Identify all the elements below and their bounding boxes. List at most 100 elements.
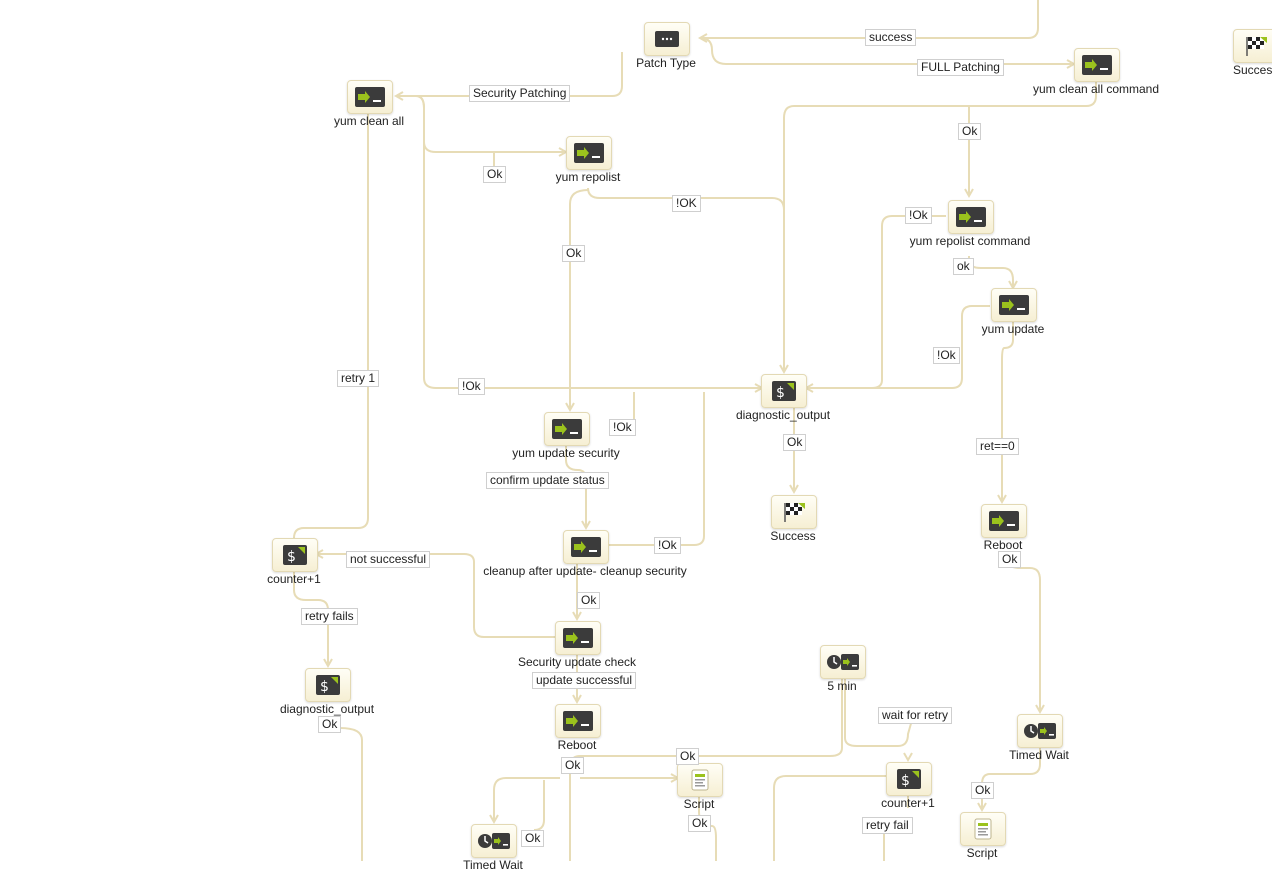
edge-label[interactable]: Ok — [958, 123, 982, 140]
svg-text:$: $ — [320, 679, 329, 695]
edge-label[interactable]: Security Patching — [469, 85, 571, 102]
node-five-min[interactable] — [820, 645, 866, 679]
edge-label[interactable]: !Ok — [458, 378, 485, 395]
connector-wire — [968, 256, 1014, 288]
edge-label[interactable]: Ok — [971, 782, 995, 799]
connector-wire — [773, 775, 886, 861]
edge-label[interactable]: Ok — [483, 166, 507, 183]
edge-label[interactable]: retry fail — [862, 817, 913, 834]
terminal-icon — [562, 627, 594, 649]
node-yum-clean-all[interactable] — [347, 80, 393, 114]
connector-arrowhead — [779, 364, 789, 375]
node-yum-update[interactable] — [991, 288, 1037, 322]
node-success-top[interactable] — [1233, 29, 1272, 63]
edge-label[interactable]: !Ok — [654, 537, 681, 554]
node-diagnostic-output-main[interactable]: $ — [761, 374, 807, 408]
node-label: Timed Wait — [1009, 748, 1069, 762]
node-patch-type[interactable] — [644, 22, 690, 56]
connector-wire — [1007, 559, 1041, 712]
shell-dollar-icon: $ — [315, 674, 341, 696]
edge-label[interactable]: confirm update status — [486, 472, 609, 489]
edge-label[interactable]: FULL Patching — [917, 59, 1004, 76]
edge-label[interactable]: Ok — [562, 245, 586, 262]
node-security-update-check[interactable] — [555, 621, 601, 655]
edge-label[interactable]: Ok — [688, 815, 712, 832]
node-timed-wait-right[interactable] — [1017, 714, 1063, 748]
node-yum-repolist-command[interactable] — [948, 200, 994, 234]
terminal-icon — [551, 418, 583, 440]
node-yum-update-security[interactable] — [544, 412, 590, 446]
edge-label[interactable]: !Ok — [933, 347, 960, 364]
edge-label[interactable]: retry 1 — [337, 370, 380, 387]
edge-label[interactable]: Ok — [577, 592, 601, 609]
terminal-icon — [1081, 54, 1113, 76]
connector-arrowhead — [903, 752, 913, 763]
ellipsis-icon — [654, 30, 680, 48]
connector-arrowhead — [977, 802, 987, 813]
script-icon — [971, 816, 995, 842]
checkered-flag-icon — [1243, 34, 1269, 58]
connector-wire — [415, 95, 566, 153]
shell-dollar-icon: $ — [896, 768, 922, 790]
edge-label[interactable]: ok — [953, 258, 974, 275]
node-counter-plus-1-left[interactable]: $ — [272, 538, 318, 572]
connector-wire — [293, 570, 329, 666]
node-timed-wait-bottom[interactable] — [471, 824, 517, 858]
node-yum-clean-all-command[interactable] — [1074, 48, 1120, 82]
connector-wire — [699, 37, 1074, 65]
edge-label[interactable]: ret==0 — [976, 438, 1019, 455]
node-cleanup-after-update[interactable] — [563, 530, 609, 564]
connector-arrowhead — [997, 494, 1007, 505]
edge-label[interactable]: wait for retry — [878, 707, 953, 724]
connector-arrowhead — [572, 611, 582, 622]
node-counter-plus-1-right[interactable]: $ — [886, 762, 932, 796]
edge-label[interactable]: Ok — [998, 551, 1022, 568]
connector-arrowhead — [572, 694, 582, 705]
edge-label[interactable]: success — [865, 29, 917, 46]
edge-label[interactable]: !Ok — [609, 419, 636, 436]
node-script-mid[interactable] — [677, 763, 723, 797]
node-label: Reboot — [983, 538, 1023, 552]
connector-arrowhead — [964, 188, 974, 199]
terminal-icon — [998, 294, 1030, 316]
edge-label[interactable]: Ok — [521, 830, 545, 847]
node-label: Script — [683, 797, 715, 811]
node-diagnostic-output-left[interactable]: $ — [305, 668, 351, 702]
edge-label[interactable]: retry fails — [301, 608, 358, 625]
connector-arrowhead — [393, 91, 404, 101]
edge-label[interactable]: Ok — [783, 434, 807, 451]
edge-label[interactable]: update successful — [532, 672, 637, 689]
node-success-mid[interactable] — [771, 495, 817, 529]
node-label: 5 min — [827, 679, 857, 693]
connector-wire — [533, 780, 545, 831]
edge-label[interactable]: !Ok — [905, 207, 932, 224]
node-label: yum repolist — [555, 170, 621, 184]
edge-label[interactable]: Ok — [561, 757, 585, 774]
node-label: Script — [966, 846, 998, 860]
connector-arrowhead — [565, 402, 575, 413]
terminal-icon — [354, 86, 386, 108]
svg-text:$: $ — [901, 773, 910, 789]
node-label: yum update — [981, 322, 1045, 336]
node-yum-repolist[interactable] — [566, 136, 612, 170]
edge-label[interactable]: Ok — [318, 716, 342, 733]
connector-wire — [783, 80, 1097, 372]
node-label: yum repolist command — [909, 234, 1031, 248]
node-reboot-right[interactable] — [981, 504, 1027, 538]
svg-text:$: $ — [287, 549, 296, 565]
node-label: diagnostic_output — [279, 702, 375, 716]
svg-text:$: $ — [776, 385, 785, 401]
node-script-right[interactable] — [960, 812, 1006, 846]
node-label: Patch Type — [636, 56, 696, 70]
node-label: Reboot — [557, 738, 597, 752]
terminal-icon — [562, 710, 594, 732]
edge-label[interactable]: !OK — [672, 195, 701, 212]
connector-arrowhead — [323, 658, 333, 669]
edge-label[interactable]: Ok — [676, 748, 700, 765]
connector-wire — [569, 189, 589, 410]
edge-label[interactable]: not successful — [346, 551, 431, 568]
terminal-icon — [988, 510, 1020, 532]
node-reboot-mid[interactable] — [555, 704, 601, 738]
